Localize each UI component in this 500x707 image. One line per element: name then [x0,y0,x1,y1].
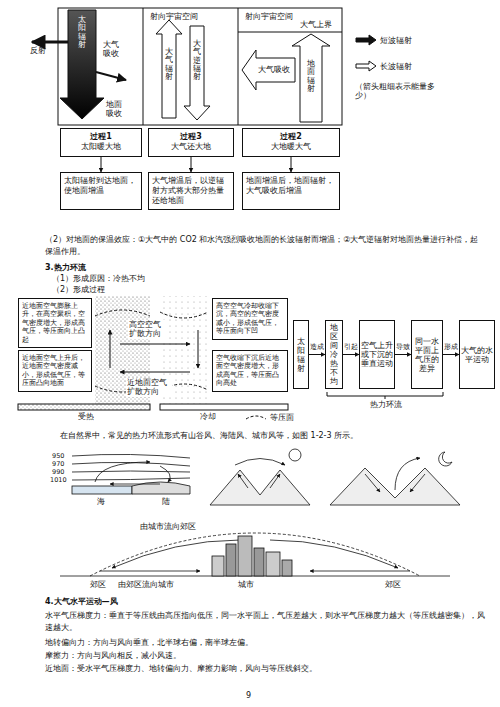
legend-text: 短波辐射 [380,35,412,46]
node-text: 空气上升或下沉的垂直运动 [361,341,393,368]
node-text: 太阳辐射 [295,337,307,373]
node-text: 地区间冷热不均 [327,323,341,386]
isobar-value: 1010 [50,476,67,484]
label: 近地面空气扩散方向 [126,378,172,397]
description-box: 大气增温后，以逆辐射方式将大部分热量还给地面 [148,172,234,210]
label: 受热 [78,412,94,421]
label: 大气上界 [300,20,332,29]
flow-box: 地区间冷热不均 [325,320,343,389]
label: 由城市流向郊区 [140,522,196,531]
isobar-value: 990 [52,468,64,476]
connector-label: 形成 [444,344,458,351]
label: 冷却 [200,412,216,421]
description-box: 地面增温后，地面辐射，大气吸收后增温 [242,172,340,210]
label: 反射 [30,46,46,55]
label: 热力环流 [370,400,402,409]
label: 地面吸收 [106,100,124,119]
label: 郊区 [385,580,401,589]
paragraph-text: 地转偏向力：方向与风向垂直，北半球右偏，南半球左偏。 [45,637,485,649]
paragraph-text: （2）对地面的保温效应：①大气中的 CO2 和水汽强烈吸收地面的长波辐射而增温；… [45,234,485,259]
connector-label: 导致 [396,344,410,351]
node-text: 大气的水平运动 [461,346,493,364]
label: 大气吸收 [258,65,290,74]
section-heading: 3.热力环流 [45,262,86,274]
greenhouse-figure [32,8,342,125]
node-text: 近地面空气膨胀上升，在高空聚积，空气密度增大，形成高气压，等压面向上凸起 [22,302,88,344]
explanation-box: 空气收缩下沉后近地面空气密度增大，形成高气压，等压面凸向高处 [212,350,288,392]
legend-item: 长波辐射 [355,60,412,72]
node-text: 近地面空气上升后，近地面空气密度减小，形成低气压，等压面凸向地面 [22,354,88,388]
legend-text: 长波辐射 [380,61,412,72]
node-text: 太阳暖大地 [63,142,139,152]
node-text: 大地暖大气 [245,142,337,152]
connector-arrow [191,157,192,172]
explanation-box: 高空空气冷却收缩下沉，高空的空气密度减小，形成低气压，等压面向下凹 [212,298,288,340]
process-box: 过程1太阳暖大地 [60,128,142,157]
process-box: 过程2大地暖大气 [242,128,340,157]
connector-arrow [291,157,292,172]
description-box: 太阳辐射到达地面，使地面增温 [60,172,142,210]
label: 射向宇宙空间 [150,12,198,21]
paragraph-text: （2）形成过程 [52,284,105,296]
isobar-value: 950 [52,452,64,460]
paragraph-text: （1）形成原因：冷热不均 [52,273,145,285]
explanation-box: 近地面空气膨胀上升，在高空聚积，空气密度增大，形成高气压，等压面向上凸起 [18,298,92,348]
label: 地面辐射 [307,60,315,93]
connector-arrow [309,354,325,355]
process-box: 过程3大气还大地 [148,128,234,157]
connector-arrow [443,354,459,355]
node-text: 大气增温后，以逆辐射方式将大部分热量还给地面 [152,176,230,205]
node-text: 过程3 [151,132,231,142]
note: （箭头粗细表示能量多少） [355,82,435,101]
node-text: 高空空气冷却收缩下沉，高空的空气密度减小，形成低气压，等压面向下凹 [216,302,284,336]
node-text: 大气还大地 [151,142,231,152]
sea-land-breeze-figure [72,454,190,494]
label: 高空空气扩散方向 [128,320,168,339]
paragraph-text: 近地面：受水平气压梯度力、地转偏向力、摩擦力影响，风向与等压线斜交。 [45,663,485,675]
explanation-box: 近地面空气上升后，近地面空气密度减小，形成低气压，等压面凸向地面 [18,350,92,392]
label: 陆 [162,497,170,506]
label: 郊区 [90,580,106,589]
legend-item: 短波辐射 [355,34,412,46]
label: 城市 [238,580,254,589]
legend-sample [355,60,377,72]
flow-box: 同一水平面上气压的差异 [411,320,443,389]
node-text: 过程2 [245,132,337,142]
isobar-value: 970 [52,460,64,468]
node-text: 地面增温后，地面辐射，大气吸收后增温 [246,176,336,196]
section-heading: 4.大气水平运动—风 [45,596,118,608]
connector-label: 引起 [344,344,358,351]
legend-text: 等压面 [270,412,294,423]
connector-arrow [101,157,102,172]
label: 大气逆辐射 [193,40,201,81]
node-text: 过程1 [63,132,139,142]
urban-wind-figure [60,533,450,576]
valley-wind-figure [210,449,460,505]
node-text: 同一水平面上气压的差异 [413,337,441,373]
node-text: 空气收缩下沉后近地面空气密度增大，形成高气压，等压面凸向高处 [216,354,284,388]
flow-box: 空气上升或下沉的垂直运动 [359,320,395,389]
label: 由郊区流向城市 [118,580,174,589]
node-text: 太阳辐射到达地面，使地面增温 [64,176,138,196]
paragraph-text: 水平气压梯度力：垂直于等压线由高压指向低压，同一水平面上，气压差越大，则水平气压… [45,610,485,635]
legend-item: 等压面 [245,411,294,423]
legend-sample [355,34,377,46]
label: 海 [97,497,105,506]
page-number: 9 [246,690,251,702]
flow-box: 太阳辐射 [293,320,309,389]
label: 大气吸收 [103,40,121,59]
thermal-circulation-figure [18,296,443,410]
paragraph-text: 在自然界中，常见的热力环流形式有山谷风、海陆风、城市风等，如图 1-2-3 所示… [60,430,480,442]
label: 大气辐射 [165,48,173,81]
flow-box: 大气的水平运动 [459,320,495,389]
legend-sample [245,411,267,423]
connector-arrow [343,354,359,355]
connector-label: 造成 [310,344,324,351]
connector-arrow [395,354,411,355]
label: 太阳辐射 [78,16,86,49]
paragraph-text: 摩擦力：方向与风向相反，减小风速。 [45,650,485,662]
label: 射向宇宙空间 [245,12,293,21]
